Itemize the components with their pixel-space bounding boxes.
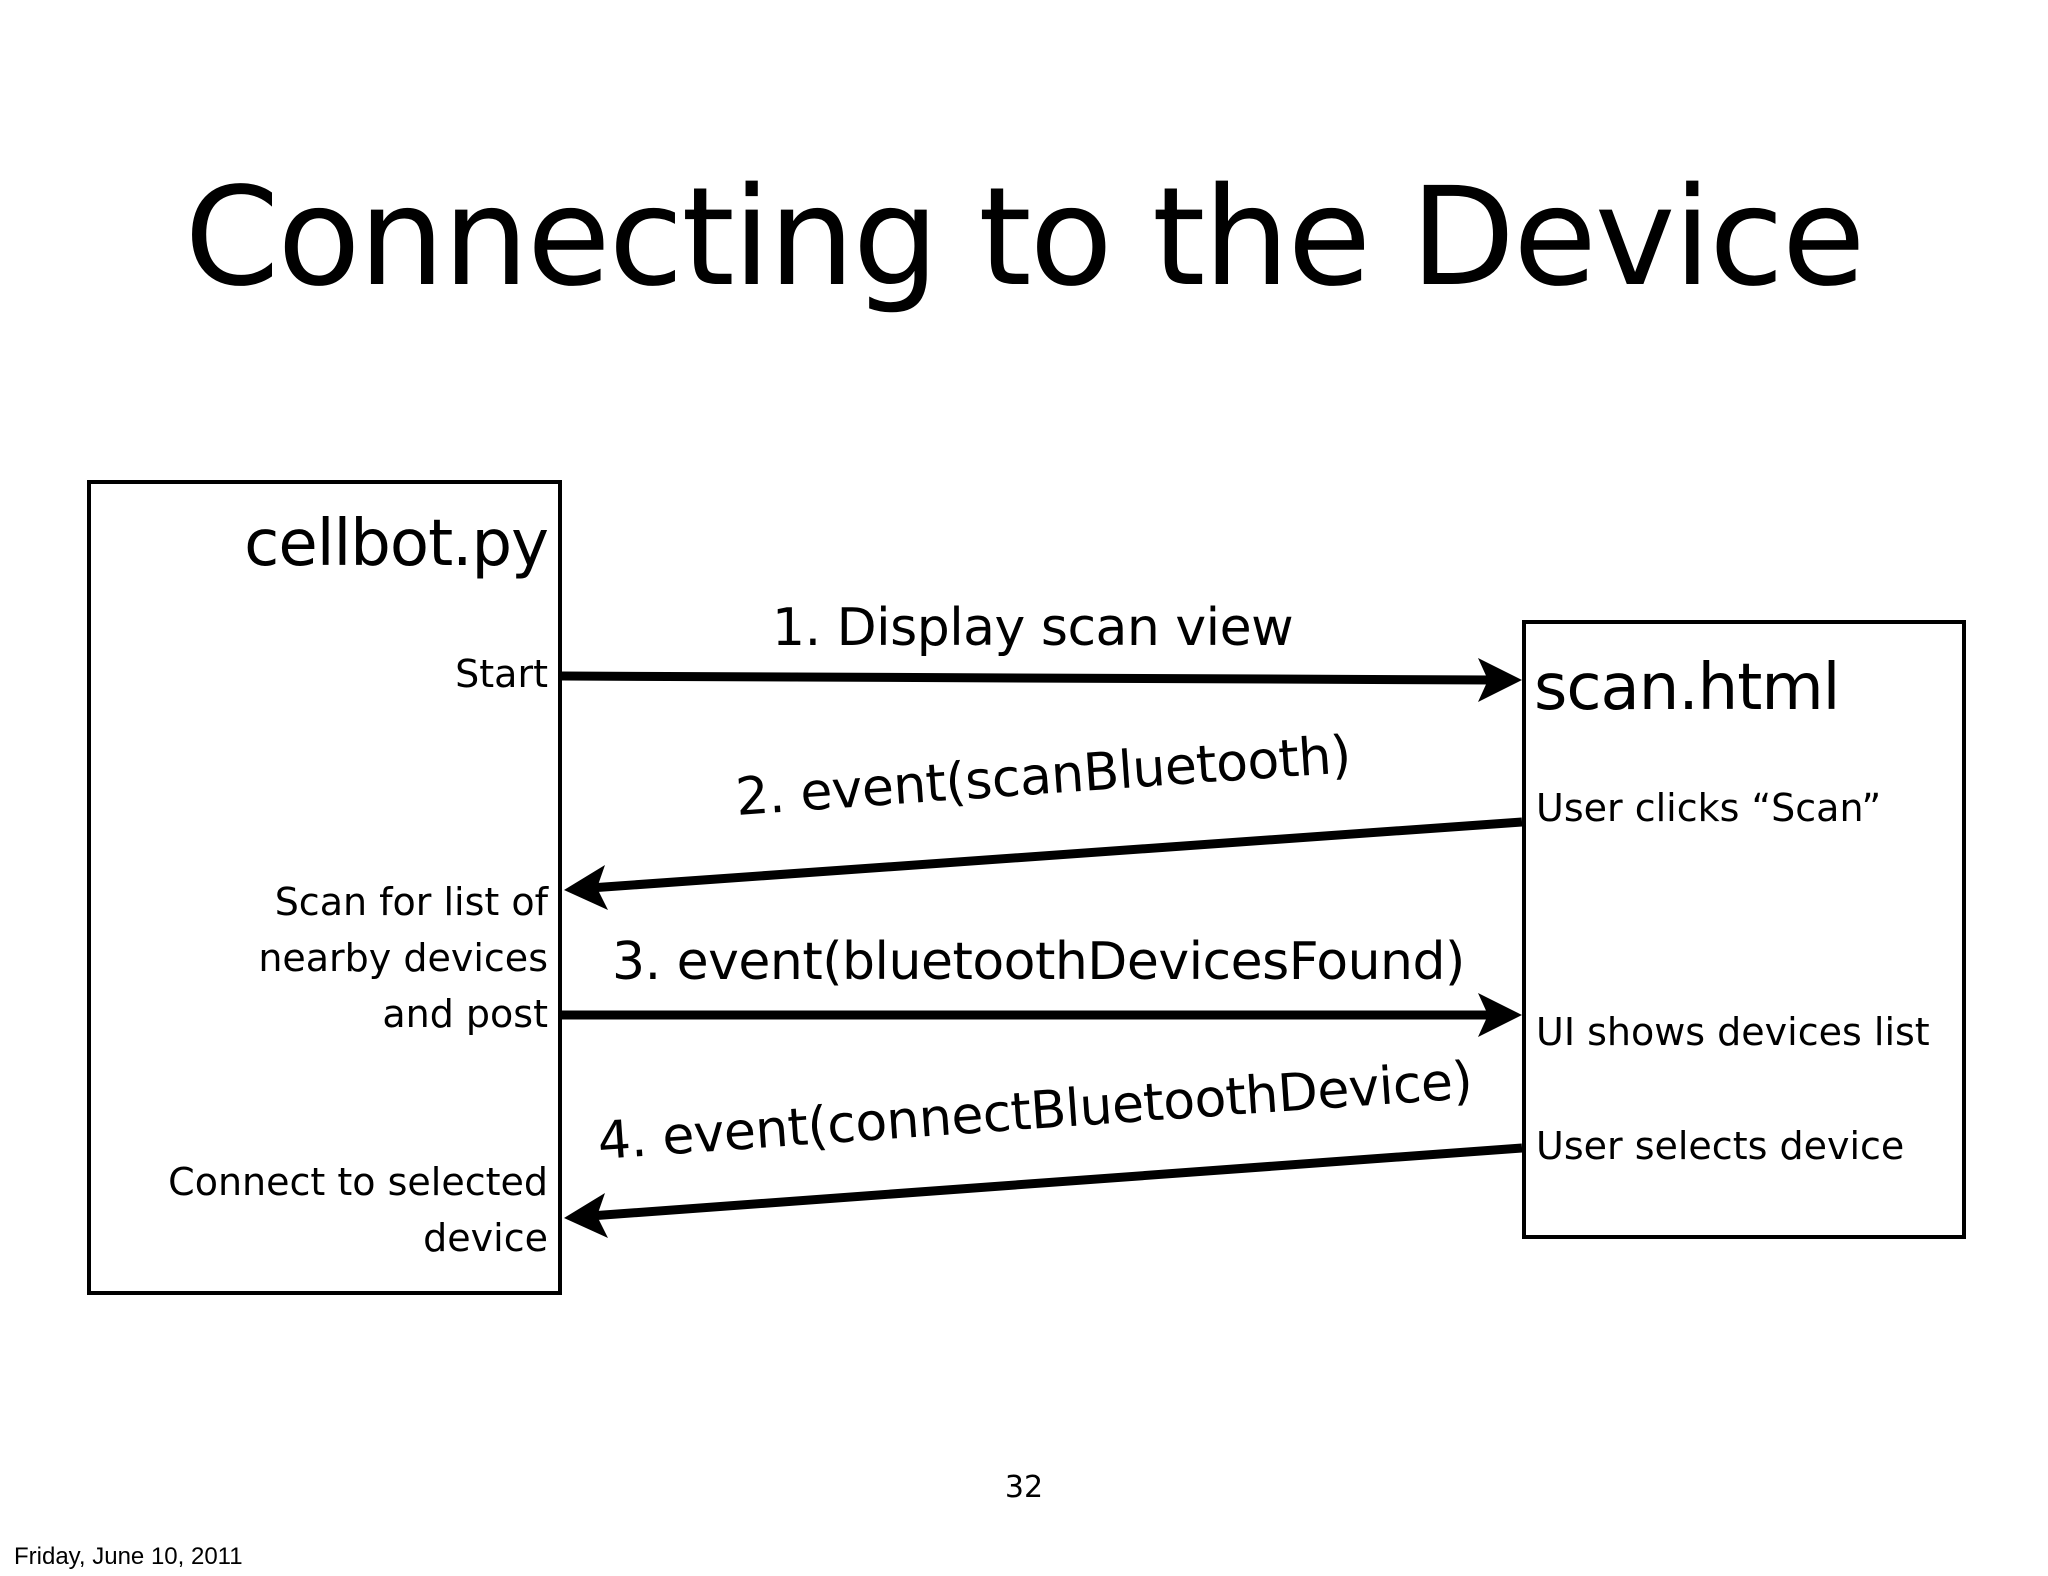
footer-date: Friday, June 10, 2011 [14, 1543, 243, 1570]
page-number: 32 [1004, 1470, 1044, 1505]
arrow-3-devices-found [562, 993, 1522, 1037]
arrow-2-line [589, 817, 1523, 893]
slide-title: Connecting to the Device [184, 159, 1865, 317]
cellbot-box: cellbot.py Start Scan for list of nearby… [87, 480, 562, 1295]
scan-html-box-title: scan.html [1534, 651, 1840, 725]
scan-step-user-clicks: User clicks “Scan” [1536, 786, 1882, 830]
arrow-1-display-scan-view [561, 658, 1522, 702]
cellbot-step-connect: Connect to selected device [168, 1160, 548, 1260]
arrow-2-scan-bluetooth [564, 817, 1523, 910]
scan-html-box: scan.html User clicks “Scan” UI shows de… [1522, 620, 1966, 1239]
arrow-3-label: 3. event(bluetoothDevicesFound) [612, 932, 1465, 992]
arrow-3-head [1478, 993, 1522, 1037]
arrow-4-head [564, 1193, 608, 1238]
arrow-4-line [589, 1143, 1523, 1221]
arrow-2-head [564, 865, 608, 910]
arrow-1-label: 1. Display scan view [772, 598, 1294, 658]
arrow-1-head [1478, 658, 1522, 702]
cellbot-step-scan: Scan for list of nearby devices and post [258, 880, 548, 1036]
scan-step-ui-shows-list: UI shows devices list [1536, 1010, 1930, 1054]
arrow-4-connect-device [564, 1143, 1523, 1238]
scan-step-user-selects: User selects device [1536, 1124, 1905, 1168]
cellbot-step-start: Start [455, 652, 548, 696]
cellbot-box-title: cellbot.py [244, 507, 549, 581]
arrow-1-line [561, 671, 1497, 685]
